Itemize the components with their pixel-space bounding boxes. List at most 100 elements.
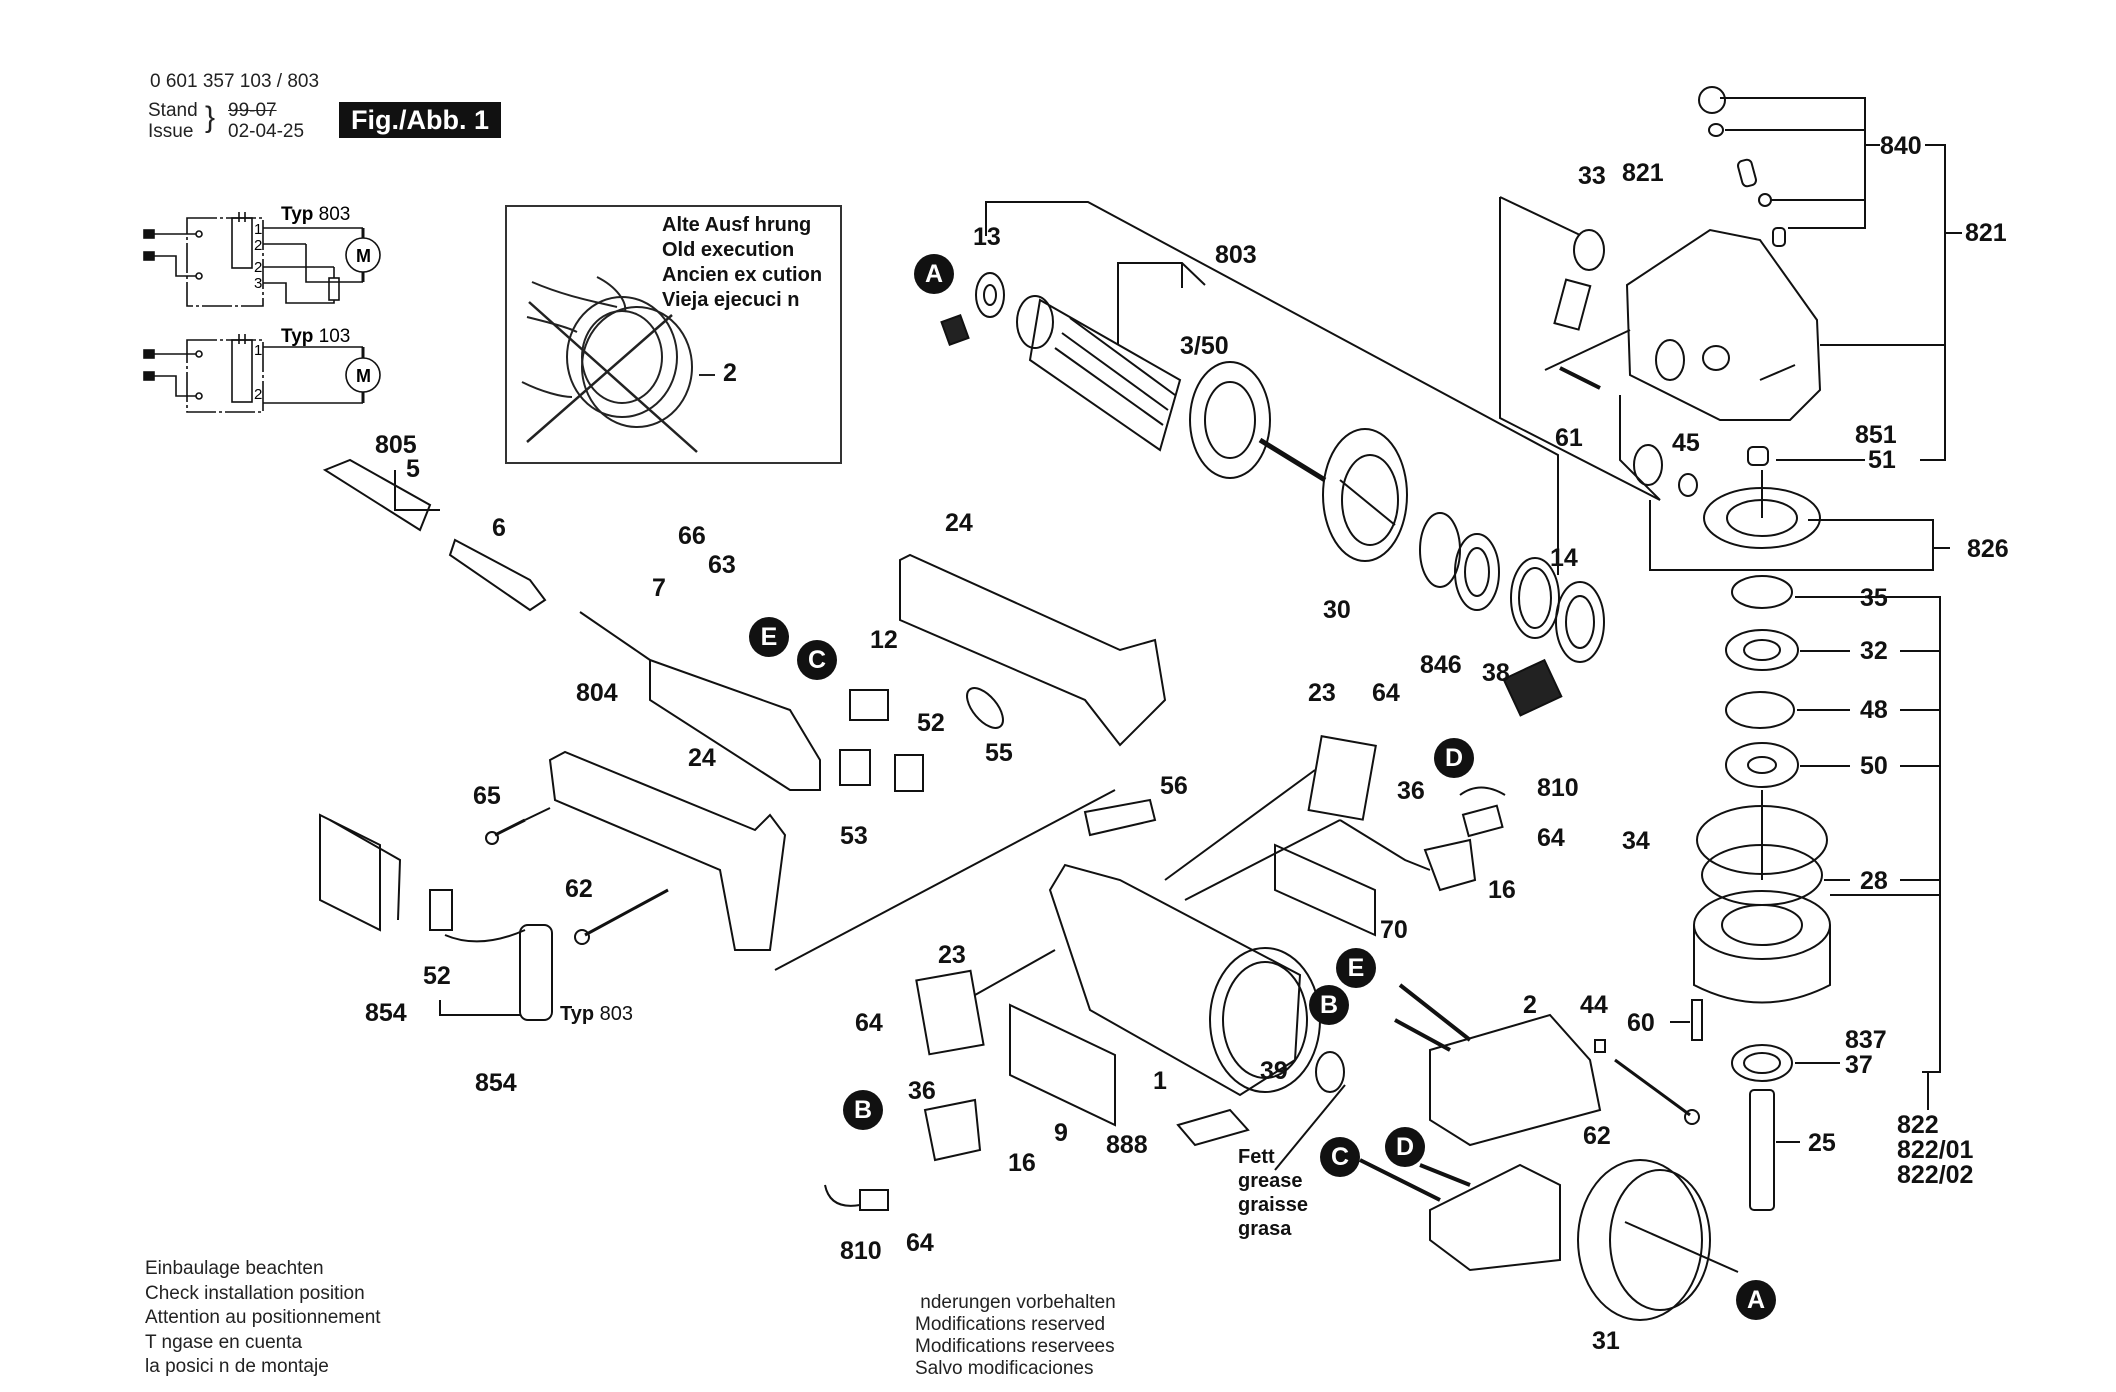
terminal-label: 1 <box>254 221 262 238</box>
part-label: 16 <box>1008 1149 1036 1177</box>
part-label: 34 <box>1622 827 1650 855</box>
callout-c-coil: C <box>1320 1137 1360 1177</box>
circuit-typ-103 <box>143 334 381 413</box>
part-label: 810 <box>840 1237 882 1265</box>
part-label: 822/01 <box>1897 1136 1974 1164</box>
handle-half-upper <box>899 553 1167 747</box>
part-label: 12 <box>870 626 898 654</box>
part-label: 888 <box>1106 1131 1148 1159</box>
old-execution-line-de: Alte Ausf hrung <box>662 214 812 236</box>
part-label: 14 <box>1550 544 1578 572</box>
part-label: 52 <box>917 709 945 737</box>
circuit-typ-803 <box>143 212 381 307</box>
type-label: Typ 103 <box>281 326 350 347</box>
install-note-line: Check installation position <box>145 1282 365 1304</box>
part-label: 805 <box>375 431 417 459</box>
part-label: 65 <box>473 782 501 810</box>
part-33 <box>1573 229 1605 271</box>
figure-label: Fig./Abb. 1 <box>339 102 501 138</box>
part-label: 840 <box>1880 132 1922 160</box>
part-label: 24 <box>945 509 973 537</box>
part-label: 803 <box>1215 241 1257 269</box>
part-label: 851 <box>1855 421 1897 449</box>
cross-out-line <box>528 301 698 453</box>
field-coil-lower <box>1359 1158 1561 1272</box>
part-label: 32 <box>1860 637 1888 665</box>
part-label: 13 <box>973 223 1001 251</box>
part-label: 821 <box>1965 219 2007 247</box>
part-label: 5 <box>406 455 420 483</box>
motor-symbol: M <box>356 366 371 386</box>
part-label: 63 <box>708 551 736 579</box>
part-label: 854 <box>475 1069 517 1097</box>
switch-assembly <box>649 658 821 791</box>
part-label: 51 <box>1868 446 1896 474</box>
part-label: 50 <box>1860 752 1888 780</box>
grease-line-es: grasa <box>1238 1218 1292 1240</box>
part-label: 48 <box>1860 696 1888 724</box>
part-label: 66 <box>678 522 706 550</box>
stand-label: Stand <box>148 100 198 121</box>
part-label: 55 <box>985 739 1013 767</box>
modification-note-line: nderungen vorbehalten <box>915 1292 1116 1313</box>
field-coil-2 <box>1394 983 1602 1147</box>
part-label: 846 <box>1420 651 1462 679</box>
part-label: 61 <box>1555 424 1583 452</box>
part-label: 53 <box>840 822 868 850</box>
callout-d-brush: D <box>1434 738 1474 778</box>
part-label: 52 <box>423 962 451 990</box>
install-note-line: la posici n de montaje <box>145 1356 329 1377</box>
bearing-plate-30 <box>1322 428 1408 562</box>
callout-a-top: A <box>914 254 954 294</box>
motor-symbol: M <box>356 246 371 266</box>
old-execution-line-en: Old execution <box>662 239 795 261</box>
part-label: 854 <box>365 999 407 1027</box>
old-execution-line-es: Vieja ejecuci n <box>662 289 800 311</box>
modification-note-line: Salvo modificaciones <box>915 1358 1094 1379</box>
old-execution-line-fr: Ancien ex cution <box>662 264 823 286</box>
callout-a-ring: A <box>1736 1280 1776 1320</box>
part-label: 62 <box>565 875 593 903</box>
grease-line-fr: graisse <box>1238 1194 1309 1216</box>
part-label: 23 <box>1308 679 1336 707</box>
part-label: 39 <box>1260 1057 1288 1085</box>
part-label: 64 <box>906 1229 934 1257</box>
part-label: 7 <box>652 574 666 602</box>
terminal-label: 2 <box>254 386 262 403</box>
terminal-label: 2 <box>254 259 262 276</box>
part-label: 33 <box>1578 162 1606 190</box>
part-label: 60 <box>1627 1009 1655 1037</box>
issue-label: Issue <box>148 121 194 142</box>
install-note-line: Attention au positionnement <box>145 1307 381 1328</box>
air-guide-ring-31 <box>1577 1159 1703 1321</box>
cable-sleeve-6 <box>448 538 547 612</box>
install-note-line: T ngase en cuenta <box>145 1331 303 1353</box>
part-label: 56 <box>1160 772 1188 800</box>
part-label: 36 <box>1397 777 1425 805</box>
part-label: 37 <box>1845 1051 1873 1079</box>
old-execution-text: Alte Ausf hrung Old execution Ancien ex … <box>662 213 822 313</box>
part-label: 70 <box>1380 916 1408 944</box>
callout-b-coil: B <box>1309 985 1349 1025</box>
part-label-2-old: 2 <box>723 359 737 387</box>
part-label: 23 <box>938 941 966 969</box>
handle-half-lower <box>548 750 787 951</box>
part-label: 24 <box>688 744 716 772</box>
bearing-13 <box>975 272 1005 318</box>
part-label: 9 <box>1054 1119 1068 1147</box>
part-label: 36 <box>908 1077 936 1105</box>
callout-e-coil: E <box>1336 948 1376 988</box>
modification-note-line: Modifications reservees <box>915 1336 1115 1357</box>
brace: } <box>205 101 216 134</box>
part-label: 38 <box>1482 659 1510 687</box>
part-label: 2 <box>1523 991 1537 1019</box>
part-label: 35 <box>1860 584 1888 612</box>
part-label: 810 <box>1537 774 1579 802</box>
part-label: 28 <box>1860 867 1888 895</box>
part-label: 16 <box>1488 876 1516 904</box>
plug-5 <box>322 458 432 532</box>
callout-c-switch: C <box>797 640 837 680</box>
part-label: 44 <box>1580 991 1608 1019</box>
part-label: 64 <box>855 1009 883 1037</box>
